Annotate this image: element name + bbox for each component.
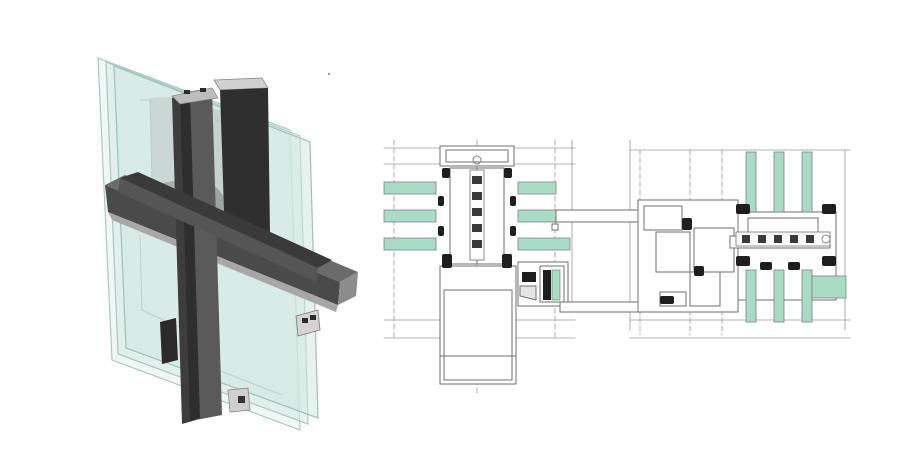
gasket — [442, 168, 450, 178]
gasket — [822, 256, 836, 266]
gasket — [438, 196, 444, 206]
transom-pressure-plate — [118, 172, 332, 282]
left-glass-pane-2-left — [383, 209, 437, 223]
mullion-cap-top — [171, 87, 219, 105]
gasket — [682, 218, 692, 230]
gasket — [736, 204, 750, 214]
gasket — [510, 196, 516, 206]
gasket — [822, 204, 836, 214]
left-glass-pane-1-right — [517, 181, 557, 195]
right-glass-pane-3-bottom — [801, 269, 813, 323]
mullion-top-cap — [213, 77, 270, 240]
gasket — [502, 254, 512, 268]
gasket — [694, 266, 704, 276]
left-side-bracket — [517, 223, 569, 307]
left-glass-units — [383, 181, 571, 251]
glass-inner-frame-upper — [140, 99, 153, 186]
gasket — [510, 226, 516, 236]
right-glass-pane-3-top — [801, 151, 813, 213]
gasket — [760, 262, 772, 270]
mullion-bar — [172, 88, 222, 424]
mullion-base-stub — [160, 318, 251, 413]
right-glass-side — [811, 275, 847, 299]
right-glass-pane-1-top — [745, 151, 757, 213]
gasket — [660, 296, 674, 304]
right-glass-pane-2-top — [773, 151, 785, 213]
right-center-fixings — [735, 231, 831, 247]
right-frame — [637, 199, 837, 313]
left-center-fixings — [469, 155, 485, 261]
right-gaskets — [660, 204, 836, 304]
right-glass-units — [745, 151, 847, 323]
left-glass-pane-3-left — [383, 237, 437, 251]
right-glass-pane-1-bottom — [745, 269, 757, 323]
left-glass-pane-3-right — [517, 237, 571, 251]
gasket — [788, 262, 800, 270]
left-glass-pane-1-left — [383, 181, 437, 195]
gasket — [438, 226, 444, 236]
transom-end-profile — [295, 309, 321, 337]
curtain-wall-render — [97, 57, 358, 431]
left-gaskets — [438, 168, 516, 268]
right-glass-pane-2-bottom — [773, 269, 785, 323]
section-detail-drawing — [383, 139, 851, 396]
gasket — [442, 254, 452, 268]
marker-dot — [328, 73, 330, 75]
gasket — [736, 256, 750, 266]
gasket — [504, 168, 512, 178]
